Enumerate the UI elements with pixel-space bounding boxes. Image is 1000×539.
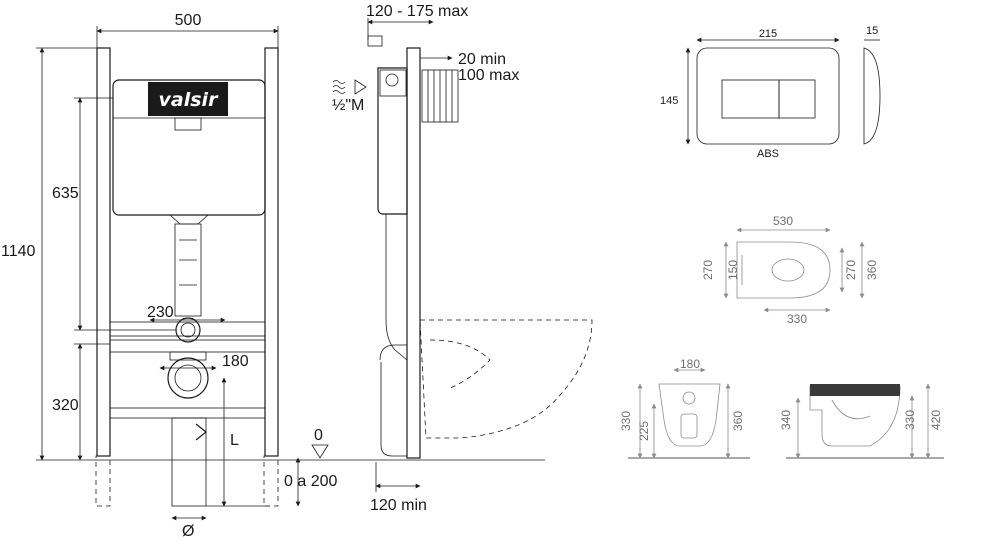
dim-depth-range: 120 - 175 max: [366, 3, 468, 20]
front-view: valsir 500 1140 635: [1, 12, 545, 539]
dim-floor-range: 0 a 200: [284, 473, 337, 490]
cistern-side: [377, 67, 408, 215]
flush-button-right: [778, 79, 816, 119]
floor-level-icon: [311, 444, 329, 459]
outlet-lower: [167, 357, 209, 399]
dim-bowl-seat-width: 150: [726, 260, 740, 280]
dim-drain-width: 180: [222, 353, 249, 370]
dim-plate-height: 145: [660, 95, 678, 107]
dim-front-top-width: 180: [680, 357, 700, 371]
dim-front-height-left: 330: [619, 411, 633, 431]
frame-right-post: [264, 47, 279, 457]
bowl-front-outlet: [682, 391, 696, 405]
brand-plate: [148, 82, 228, 116]
dim-floor-level: 0: [314, 427, 323, 444]
dim-plate-thickness: 15: [866, 25, 878, 37]
foot-right: [263, 455, 279, 507]
plate-material: ABS: [757, 148, 779, 160]
dim-plate-width: 215: [759, 28, 777, 40]
dim-side-height-mid: 330: [903, 410, 917, 430]
bowl-seat-opening: [771, 258, 805, 282]
dim-height-bottom: 320: [52, 397, 79, 414]
dim-depth-min: 120 min: [370, 497, 427, 514]
bowl-side-outline: [809, 385, 901, 447]
dim-bowl-width-inner: 270: [701, 260, 715, 280]
dim-side-height-left: 340: [779, 410, 793, 430]
dim-bowl-bottom-length: 330: [787, 312, 807, 326]
bowl-top-view: 530 330 270 150 270 360: [701, 214, 879, 326]
downpipe: [174, 223, 202, 317]
dim-width: 500: [175, 12, 202, 29]
dim-bowl-width-outer: 360: [865, 260, 879, 280]
dim-bowl-width-right: 270: [844, 260, 858, 280]
mid-rail-upper: [109, 321, 266, 337]
dim-drain-depth: L: [230, 432, 239, 449]
frame-left-post: [96, 47, 111, 457]
dim-front-height-right: 360: [731, 411, 745, 431]
flush-button-left: [721, 79, 780, 119]
dim-pipe-spacing: 230: [147, 304, 174, 321]
brand-logo: valsir: [159, 89, 220, 111]
dim-diameter: Ø: [182, 523, 194, 539]
bowl-side-top: [810, 384, 900, 396]
bottom-rail: [109, 407, 266, 419]
dim-offset-max: 100 max: [458, 67, 519, 84]
bowl-top-outline: [736, 241, 831, 299]
bowl-front-view: 180 330 225 360: [619, 357, 750, 459]
dim-front-height-inner: 225: [637, 421, 651, 441]
dim-water-inlet: ½"M: [332, 97, 364, 114]
flush-plate: [696, 47, 840, 145]
side-view: 120 - 175 max 20 min 100 max ½"M 0 0 a 2…: [284, 3, 593, 514]
flush-plate-profile: [863, 47, 881, 145]
cistern: [112, 79, 266, 216]
dim-side-height-right: 420: [929, 410, 943, 430]
dim-bowl-length: 530: [773, 214, 793, 228]
drain-pipe: [171, 417, 207, 507]
foot-left: [95, 455, 111, 507]
wc-bowl-side: [419, 319, 593, 439]
wall-post: [406, 47, 421, 459]
dim-height-total: 1140: [1, 243, 36, 260]
bowl-front-outline: [658, 383, 721, 447]
dim-offset-min: 20 min: [458, 51, 506, 68]
dim-height-tank: 635: [52, 185, 79, 202]
flush-plate-front: 215 145 ABS 15: [660, 25, 881, 160]
water-inlet-icon: [332, 79, 367, 95]
bowl-side-view: 340 330 420: [779, 383, 944, 459]
